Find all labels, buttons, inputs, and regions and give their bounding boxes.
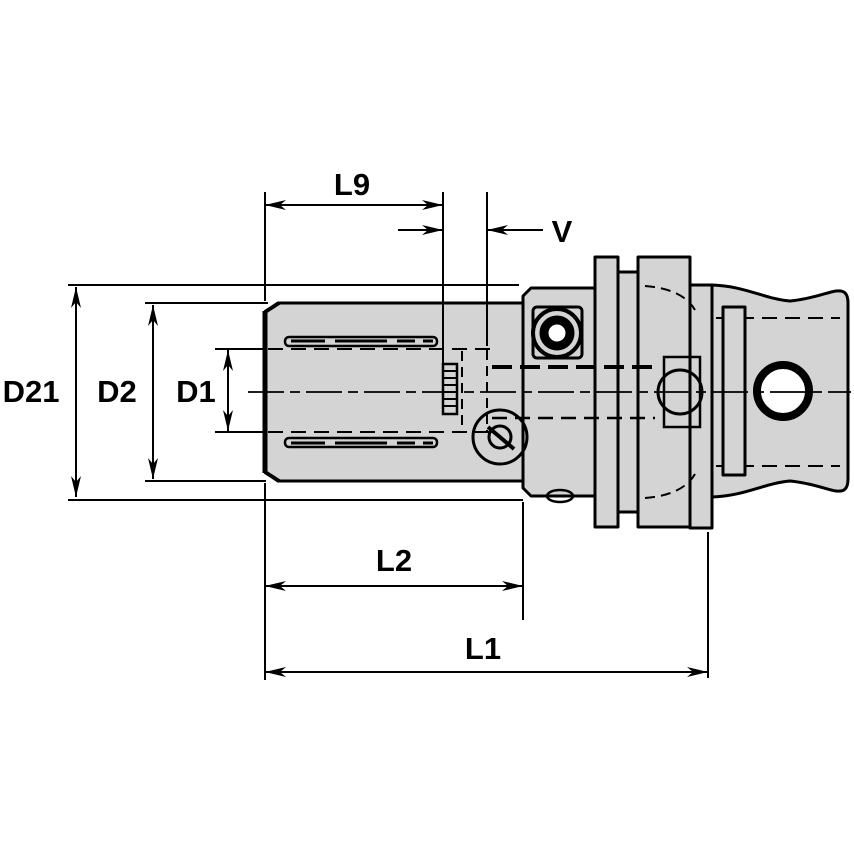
dim-d1 <box>215 348 264 433</box>
dim-d2 <box>145 302 268 482</box>
collet-slit-top <box>283 335 439 348</box>
dimension-labels: L9 V D21 D2 D1 L2 L1 <box>3 167 573 666</box>
dim-d21 <box>68 284 523 501</box>
label-d1: D1 <box>176 374 216 409</box>
collet-slit-bottom <box>283 436 439 449</box>
label-d21: D21 <box>3 374 60 409</box>
dim-l1 <box>265 532 709 678</box>
clamp-screw-inner <box>487 424 513 450</box>
label-l9: L9 <box>334 167 370 202</box>
boss-bottom-mirror <box>545 488 575 504</box>
label-l2: L2 <box>376 543 412 578</box>
clamp-screw-outer <box>471 408 529 466</box>
dim-l9 <box>264 192 444 364</box>
thread-body <box>441 362 459 416</box>
side-hole <box>753 361 813 421</box>
boss-ring-inner <box>539 315 575 351</box>
dimension-lines <box>68 192 709 680</box>
dim-v <box>398 192 543 346</box>
nose-chamfer-top <box>263 301 281 314</box>
label-d2: D2 <box>97 374 137 409</box>
clamp-screw-slot <box>486 425 516 451</box>
drive-slot <box>721 305 747 477</box>
flange-face-hidden-arc-bottom <box>644 473 696 499</box>
nose-chamfer-bottom <box>263 470 281 483</box>
coolant-boss <box>531 305 584 360</box>
flange-face-hidden-arc-top <box>644 285 696 311</box>
clamp-screw <box>471 408 529 466</box>
label-v: V <box>552 214 573 249</box>
dim-l2 <box>264 483 524 680</box>
label-l1: L1 <box>465 631 501 666</box>
boss-ring-outer <box>531 307 583 359</box>
